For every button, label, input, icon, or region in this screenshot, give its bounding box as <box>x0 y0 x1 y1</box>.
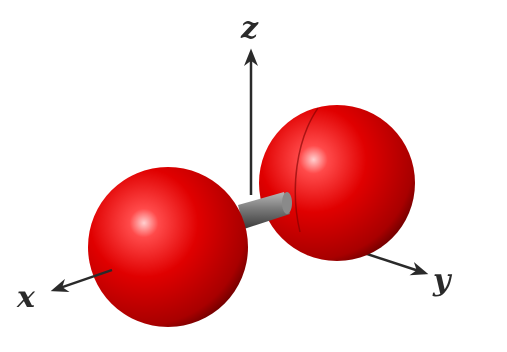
x-axis-label: x <box>16 280 36 315</box>
z-axis-label: z <box>240 11 259 46</box>
x-axis-arrow <box>50 268 113 293</box>
atom-back <box>259 105 415 261</box>
bond <box>238 192 292 229</box>
y-axis-label: y <box>432 263 453 298</box>
atom-front <box>88 167 248 327</box>
